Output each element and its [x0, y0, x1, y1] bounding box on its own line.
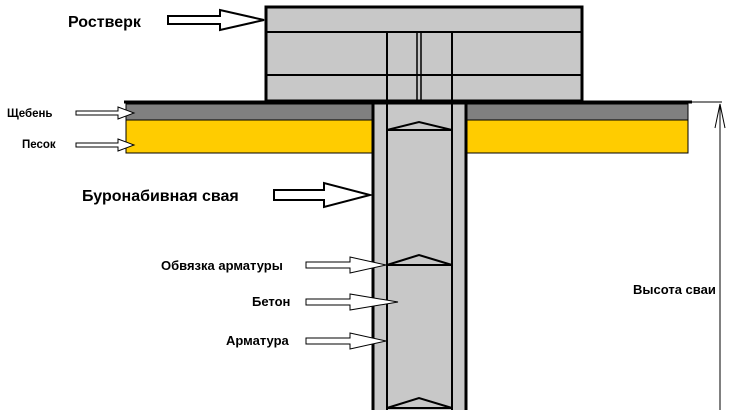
rebar-tie-top [386, 120, 453, 131]
label-pesok: Песок [22, 139, 56, 151]
arrow-shcheben [75, 106, 136, 120]
label-rostverk: Ростверк [68, 14, 142, 31]
rebar-tie-middle [386, 253, 453, 266]
label-armatura: Арматура [226, 333, 290, 348]
arrow-head-up [714, 103, 726, 129]
grillage [264, 5, 584, 103]
arrow-obvyazka [305, 256, 387, 274]
label-beton: Бетон [252, 294, 290, 309]
sand-layer [125, 119, 689, 154]
label-shcheben: Щебень [7, 108, 52, 120]
label-burovaya-svaya: Буронабивная свая [82, 188, 239, 205]
rebar-tie-bottom [386, 396, 453, 409]
arrow-svaya [273, 181, 374, 209]
arrow-armatura [305, 332, 387, 350]
label-obvyazka: Обвязка арматуры [161, 258, 283, 273]
bored-pile [371, 101, 468, 410]
arrow-pesok [75, 138, 136, 152]
pile-height-indicator [692, 101, 726, 410]
label-vysota-svai: Высота сваи [633, 282, 716, 297]
arrow-beton [305, 293, 399, 311]
arrow-rostverk [167, 8, 265, 32]
